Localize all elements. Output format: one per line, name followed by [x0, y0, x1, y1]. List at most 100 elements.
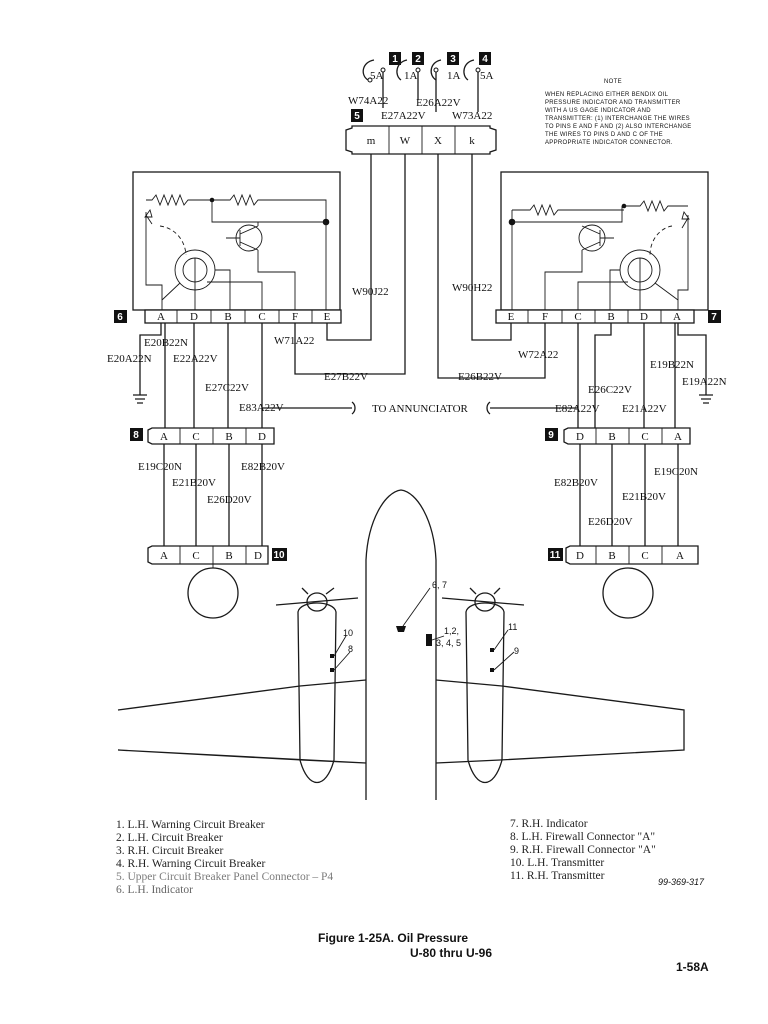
- svg-text:W: W: [400, 135, 411, 147]
- legend-item: 8. L.H. Firewall Connector "A": [510, 831, 655, 843]
- legend-item: 9. R.H. Firewall Connector "A": [510, 844, 656, 856]
- wire-label-e20b22n: E20B22N: [144, 337, 188, 349]
- legend-item: 3. R.H. Circuit Breaker: [116, 845, 223, 857]
- svg-text:7: 7: [711, 312, 717, 323]
- svg-text:6: 6: [117, 312, 123, 323]
- svg-text:k: k: [469, 135, 475, 147]
- wire-label-e27c22v: E27C22V: [205, 382, 249, 394]
- drawing-number: 99-369-317: [658, 877, 705, 887]
- wire-label-e27a22v: E27A22V: [381, 110, 426, 122]
- transmitter-wiring: [163, 444, 679, 546]
- wire-label-e83a22v: E83A22V: [239, 402, 284, 414]
- callout-11: 11: [508, 622, 517, 632]
- svg-text:4: 4: [482, 54, 488, 65]
- svg-text:2: 2: [415, 54, 421, 65]
- svg-text:WITH A US GAGE IND: WITH A US GAGE INDICATOR AND: [545, 108, 651, 114]
- wire-label-w72a22: W72A22: [518, 349, 558, 361]
- wire-label-e27b22v: E27B22V: [324, 371, 368, 383]
- wire-label-w73a22: W73A22: [452, 110, 492, 122]
- svg-text:C: C: [641, 550, 648, 562]
- replacement-note: NOTE WHEN REPLACING EITHER BENDIX OIL PR…: [545, 79, 692, 146]
- svg-text:B: B: [608, 431, 615, 443]
- legend-item: 6. L.H. Indicator: [116, 884, 193, 896]
- legend-item: 7. R.H. Indicator: [510, 818, 588, 830]
- page-number: 1-58A: [676, 960, 709, 974]
- svg-text:C: C: [574, 311, 581, 323]
- svg-text:E: E: [508, 311, 515, 323]
- svg-text:NOTE: NOTE: [604, 79, 622, 85]
- svg-text:m: m: [367, 135, 376, 147]
- svg-text:5: 5: [354, 111, 360, 122]
- wire-label-e21b20v-lh: E21B20V: [172, 477, 216, 489]
- legend-item: 4. R.H. Warning Circuit Breaker: [116, 858, 265, 870]
- lh-transmitter: A C B D 10: [147, 545, 287, 619]
- wire-label-e26d20v-rh: E26D20V: [588, 516, 633, 528]
- circuit-breaker-2: 2 1A: [396, 52, 424, 100]
- wire-label-e26a22v: E26A22V: [416, 97, 461, 109]
- wire-label-e21a22v: E21A22V: [622, 403, 667, 415]
- svg-text:TO PINS E AND F AND (2) ALSO I: TO PINS E AND F AND (2) ALSO INTERCHANGE: [545, 124, 692, 130]
- wire-label-e26b22v: E26B22V: [458, 371, 502, 383]
- svg-text:B: B: [607, 311, 614, 323]
- svg-text:THE WIRES TO PINS D AND: THE WIRES TO PINS D AND C OF THE: [545, 132, 663, 138]
- svg-text:5A: 5A: [370, 70, 384, 82]
- svg-text:D: D: [576, 550, 584, 562]
- p4-connector: 5 m W X k: [345, 109, 497, 155]
- wire-label-e19b22n: E19B22N: [650, 359, 694, 371]
- figure-caption-title: Figure 1-25A. Oil Pressure: [318, 931, 468, 945]
- svg-text:C: C: [192, 550, 199, 562]
- svg-text:A: A: [160, 431, 168, 443]
- callout-9: 9: [514, 646, 519, 656]
- svg-text:1A: 1A: [447, 70, 461, 82]
- legend-item: 2. L.H. Circuit Breaker: [116, 832, 223, 844]
- legend-item: 11. R.H. Transmitter: [510, 870, 605, 882]
- svg-text:B: B: [225, 431, 232, 443]
- wire-label-e26c22v: E26C22V: [588, 384, 632, 396]
- circuit-breaker-1: 1 5A: [362, 52, 401, 93]
- wire-label-e19c20n-lh: E19C20N: [138, 461, 182, 473]
- svg-text:D: D: [254, 550, 262, 562]
- aircraft-plan-view: [117, 489, 685, 800]
- wire-label-w74a22: W74A22: [348, 95, 388, 107]
- svg-text:C: C: [192, 431, 199, 443]
- svg-text:E: E: [324, 311, 331, 323]
- svg-text:WHEN REPLACING EITHER BE: WHEN REPLACING EITHER BENDIX OIL: [545, 92, 669, 98]
- wire-label-e82b20v-lh: E82B20V: [241, 461, 285, 473]
- callout-8: 8: [348, 644, 353, 654]
- legend-left: 1. L.H. Warning Circuit Breaker 2. L.H. …: [116, 819, 333, 896]
- wire-label-w71a22: W71A22: [274, 335, 314, 347]
- svg-text:10: 10: [273, 550, 285, 561]
- svg-text:PRESSURE INDICATOR AND TRANSMI: PRESSURE INDICATOR AND TRANSMITTER: [545, 100, 681, 106]
- wire-label-e82a22v: E82A22V: [555, 403, 600, 415]
- wire-label-w90h22: W90H22: [452, 282, 492, 294]
- callout-6-7: 6, 7: [432, 580, 447, 590]
- wire-label-e21b20v-rh: E21B20V: [622, 491, 666, 503]
- wire-label-e22a22v: E22A22V: [173, 353, 218, 365]
- rh-firewall-connector: 9 D B C A: [545, 427, 691, 445]
- svg-text:F: F: [542, 311, 548, 323]
- lh-firewall-connector: 8 A C B D: [130, 427, 275, 445]
- wire-label-e19c20n-rh: E19C20N: [654, 466, 698, 478]
- wire-label-w90j22: W90J22: [352, 286, 389, 298]
- wire-label-e26d20v-lh: E26D20V: [207, 494, 252, 506]
- svg-text:B: B: [224, 311, 231, 323]
- wire-label-e82b20v-rh: E82B20V: [554, 477, 598, 489]
- circuit-breaker-3: 3 1A: [430, 52, 461, 112]
- svg-text:A: A: [676, 550, 684, 562]
- svg-text:A: A: [160, 550, 168, 562]
- p4-wiring: [294, 154, 546, 379]
- rh-indicator-wiring: [486, 323, 713, 428]
- rh-indicator: E F C B D A 7: [495, 171, 721, 324]
- svg-text:C: C: [258, 311, 265, 323]
- svg-text:1: 1: [392, 54, 398, 65]
- svg-text:A: A: [673, 311, 681, 323]
- svg-text:F: F: [292, 311, 298, 323]
- svg-text:3: 3: [450, 54, 456, 65]
- svg-text:D: D: [576, 431, 584, 443]
- svg-text:D: D: [190, 311, 198, 323]
- svg-text:C: C: [641, 431, 648, 443]
- circuit-breakers: 1 5A 2 1A 3 1A 4: [362, 52, 494, 112]
- rh-transmitter: 11 D B C A: [548, 545, 699, 619]
